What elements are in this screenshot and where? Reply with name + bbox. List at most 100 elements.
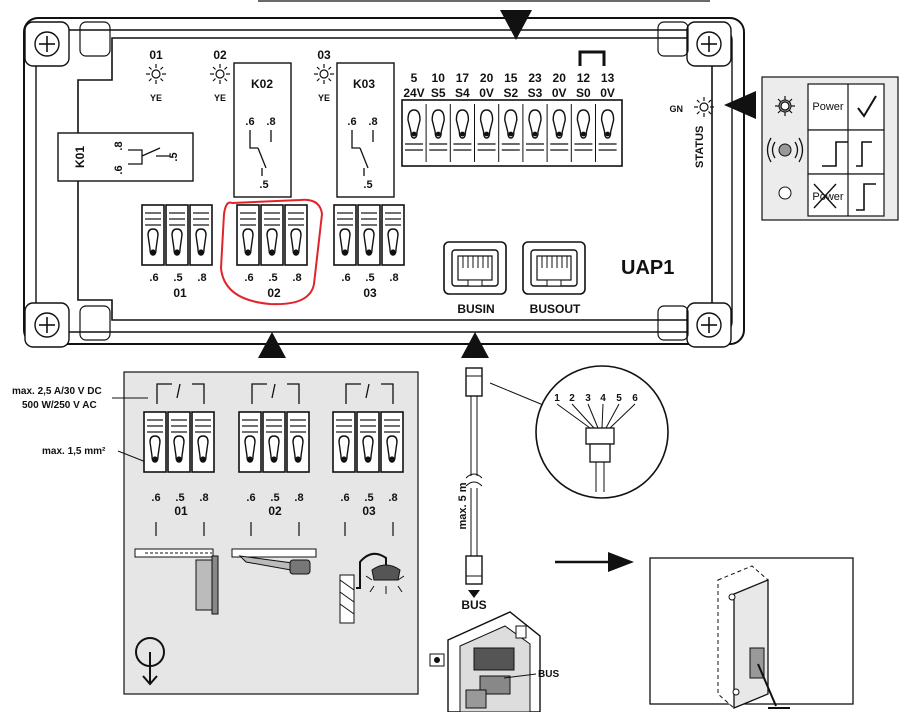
svg-text:.6: .6 xyxy=(246,492,255,504)
svg-text:.8: .8 xyxy=(199,492,208,504)
status-legend-panel: Power Power xyxy=(761,76,899,221)
corner-screw-icon xyxy=(686,21,732,67)
pulse-icon xyxy=(822,141,848,167)
legend-power-label: Power xyxy=(812,191,844,203)
terminal-number: 10 xyxy=(432,71,446,85)
output-block-02[interactable]: .6 .5 .8 02 xyxy=(236,204,308,300)
svg-text:01: 01 xyxy=(173,286,187,300)
svg-text:.6: .6 xyxy=(149,272,158,284)
led-icon xyxy=(313,63,335,85)
svg-text:.8: .8 xyxy=(368,116,377,128)
led-on-icon xyxy=(774,95,796,117)
corner-screw-icon xyxy=(24,21,70,67)
led-off-icon xyxy=(778,186,792,200)
corner-screw-icon xyxy=(686,302,732,348)
terminal-screw xyxy=(552,109,566,139)
svg-text:02: 02 xyxy=(267,286,281,300)
wire-size-text: max. 1,5 mm² xyxy=(42,446,106,457)
svg-text:.6: .6 xyxy=(244,272,253,284)
svg-text:.5: .5 xyxy=(168,152,180,161)
led-02: 02 YE xyxy=(209,48,231,103)
wiring-block-03: .6 .5 .8 03 xyxy=(332,383,404,518)
svg-text:03: 03 xyxy=(362,504,376,518)
svg-text:YE: YE xyxy=(150,93,162,103)
svg-text:.5: .5 xyxy=(364,492,373,504)
svg-text:YE: YE xyxy=(318,93,330,103)
barrier-icon xyxy=(134,548,219,615)
wire-lines xyxy=(155,522,394,536)
check-icon xyxy=(857,95,877,118)
connector-pinout-zoom: 1 2 3 4 5 6 xyxy=(535,365,669,499)
cable-length-label: max. 5 m xyxy=(457,482,469,529)
svg-text:02: 02 xyxy=(268,504,282,518)
terminal-signal: 0V xyxy=(479,86,494,100)
busin-port[interactable]: BUSIN xyxy=(443,241,507,316)
svg-text:.5: .5 xyxy=(259,179,268,191)
svg-text:GN: GN xyxy=(670,104,684,114)
lamp-icon xyxy=(339,552,405,624)
terminal-screw xyxy=(504,109,518,139)
relay-k03: K03 .6 .8 .5 xyxy=(336,62,395,198)
svg-text:.6: .6 xyxy=(340,492,349,504)
svg-text:.8: .8 xyxy=(292,272,301,284)
svg-text:BUSIN: BUSIN xyxy=(457,302,494,316)
led-03: 03 YE xyxy=(313,48,335,103)
svg-text:.6: .6 xyxy=(347,116,356,128)
terminal-screw xyxy=(431,109,445,139)
svg-text:.8: .8 xyxy=(389,272,398,284)
terminal-signal: 0V xyxy=(600,86,615,100)
pulse-icon xyxy=(856,141,872,167)
module-name: UAP1 xyxy=(621,257,674,279)
svg-text:.5: .5 xyxy=(173,272,182,284)
svg-text:6: 6 xyxy=(632,393,638,404)
svg-text:.6: .6 xyxy=(245,116,254,128)
svg-text:1: 1 xyxy=(554,393,560,404)
relay-k01: K01 .8 .6 .5 xyxy=(57,132,194,182)
terminal-screw xyxy=(600,109,615,139)
bus-plug-label: BUS xyxy=(461,598,486,612)
highlight-mark xyxy=(219,198,324,306)
jumper-wire xyxy=(578,50,606,66)
right-arrow-icon xyxy=(608,552,634,572)
svg-text:01: 01 xyxy=(174,504,188,518)
svg-text:4: 4 xyxy=(600,393,606,404)
busout-port[interactable]: BUSOUT xyxy=(522,241,586,316)
svg-text:.6: .6 xyxy=(151,492,160,504)
corner-screw-icon xyxy=(24,302,70,348)
svg-text:.6: .6 xyxy=(113,165,125,174)
terminal-number: 5 xyxy=(411,71,418,85)
svg-text:.8: .8 xyxy=(266,116,275,128)
terminal-number: 17 xyxy=(456,71,470,85)
terminal-screw xyxy=(407,109,421,139)
svg-text:02: 02 xyxy=(213,48,227,62)
output-block-03[interactable]: .6 .5 .8 03 xyxy=(333,204,405,300)
output-block-01[interactable]: .6 .5 .8 01 xyxy=(141,204,213,300)
legend-power-label: Power xyxy=(812,101,844,113)
status-arrow-icon xyxy=(724,91,756,119)
wiring-block-01: .6 .5 .8 01 xyxy=(143,383,215,518)
svg-text:.5: .5 xyxy=(365,272,374,284)
terminal-screw xyxy=(479,109,494,139)
door-opener-icon xyxy=(231,548,317,575)
led-icon xyxy=(209,63,231,85)
svg-text:03: 03 xyxy=(317,48,331,62)
svg-text:3: 3 xyxy=(585,393,591,404)
svg-text:.5: .5 xyxy=(175,492,184,504)
terminal-number: 20 xyxy=(553,71,567,85)
svg-text:YE: YE xyxy=(214,93,226,103)
status-led-icon xyxy=(693,96,715,118)
terminal-number: 13 xyxy=(601,71,615,85)
led-blink-icon xyxy=(766,137,804,163)
